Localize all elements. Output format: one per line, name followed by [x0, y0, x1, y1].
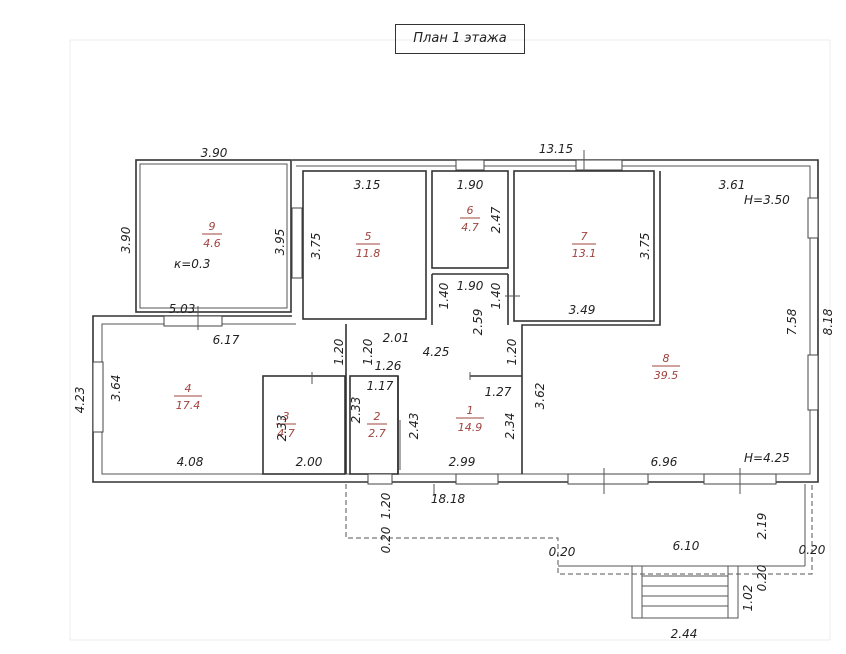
room-2-area: 2.7 [368, 427, 386, 440]
dim: 2.47 [489, 206, 503, 233]
dim: 2.44 [671, 627, 698, 641]
dim: 3.15 [354, 178, 381, 192]
room-3-area: 4.7 [277, 427, 295, 440]
notes: к=0.3 H=3.50 H=4.25 [174, 193, 790, 465]
dim: 3.49 [569, 303, 596, 317]
room-6-num: 6 [467, 204, 474, 217]
dim: 2.33 [349, 397, 363, 424]
room-labels: 9 4.6 5 11.8 6 4.7 7 13.1 8 39.5 4 17.4 … [174, 204, 680, 440]
dim: 1.20 [505, 338, 519, 365]
dim: 2.43 [407, 413, 421, 440]
dim: 1.17 [367, 379, 394, 393]
room-8-area: 39.5 [654, 369, 679, 382]
note-k: к=0.3 [174, 257, 210, 271]
dim: 3.62 [533, 383, 547, 410]
dim: 1.02 [741, 585, 755, 612]
dim: 3.75 [638, 233, 652, 260]
dim: 1.26 [375, 359, 402, 373]
dim: 2.33 [275, 415, 289, 442]
dim: 1.20 [361, 338, 375, 365]
dim: 1.90 [457, 178, 484, 192]
room-7-area: 13.1 [572, 247, 597, 260]
dimensions: 3.90 3.90 13.15 3.15 1.90 3.61 3.95 3.75… [73, 142, 835, 641]
note-h1: H=3.50 [744, 193, 790, 207]
dim: 1.40 [437, 282, 451, 309]
dim: 2.19 [755, 513, 769, 540]
dim: 5.03 [169, 302, 196, 316]
room-2-num: 2 [374, 410, 381, 423]
dim: 1.90 [457, 279, 484, 293]
dim: 2.99 [449, 455, 476, 469]
dim: 3.90 [201, 146, 228, 160]
dim: 3.64 [109, 375, 123, 402]
dimension-ticks [197, 150, 741, 496]
dim: 2.59 [471, 309, 485, 336]
dim: 2.01 [383, 331, 410, 345]
dim: 4.23 [73, 387, 87, 414]
dim: 6.96 [651, 455, 678, 469]
dim: 3.90 [119, 226, 133, 253]
dim: 2.00 [296, 455, 323, 469]
room-1-area: 14.9 [458, 421, 483, 434]
dim: 0.20 [549, 545, 576, 559]
dim: 4.25 [423, 345, 450, 359]
dim: 6.17 [213, 333, 240, 347]
dim: 0.20 [379, 526, 393, 553]
room-8-num: 8 [663, 352, 670, 365]
dim: 1.20 [379, 492, 393, 519]
dim: 0.20 [755, 564, 769, 591]
room-3-num: 3 [283, 410, 290, 423]
dim: 4.08 [177, 455, 204, 469]
windows [92, 159, 819, 485]
dim: 13.15 [539, 142, 573, 156]
dim: 1.20 [332, 338, 346, 365]
plan-title-box: План 1 этажа [395, 24, 525, 54]
dim: 0.20 [799, 543, 826, 557]
room-1-num: 1 [467, 404, 474, 417]
dim: 1.27 [485, 385, 512, 399]
room-4-num: 4 [185, 382, 192, 395]
room-7-num: 7 [581, 230, 588, 243]
room-4-area: 17.4 [176, 399, 201, 412]
room-5-num: 5 [365, 230, 372, 243]
dim: 3.75 [309, 233, 323, 260]
dim: 8.18 [821, 308, 835, 335]
dim: 3.95 [273, 229, 287, 256]
room-9-area: 4.6 [203, 237, 221, 250]
note-h2: H=4.25 [744, 451, 790, 465]
dim: 18.18 [431, 492, 466, 506]
terrace [345, 484, 813, 619]
room-6-area: 4.7 [461, 221, 479, 234]
plan-title: План 1 этажа [413, 31, 507, 46]
dim: 3.61 [719, 178, 746, 192]
room-5-area: 11.8 [356, 247, 381, 260]
dim: 6.10 [673, 539, 700, 553]
room-9-num: 9 [209, 220, 216, 233]
dim: 7.58 [785, 308, 799, 335]
dim: 1.40 [489, 282, 503, 309]
dim: 2.34 [503, 413, 517, 440]
